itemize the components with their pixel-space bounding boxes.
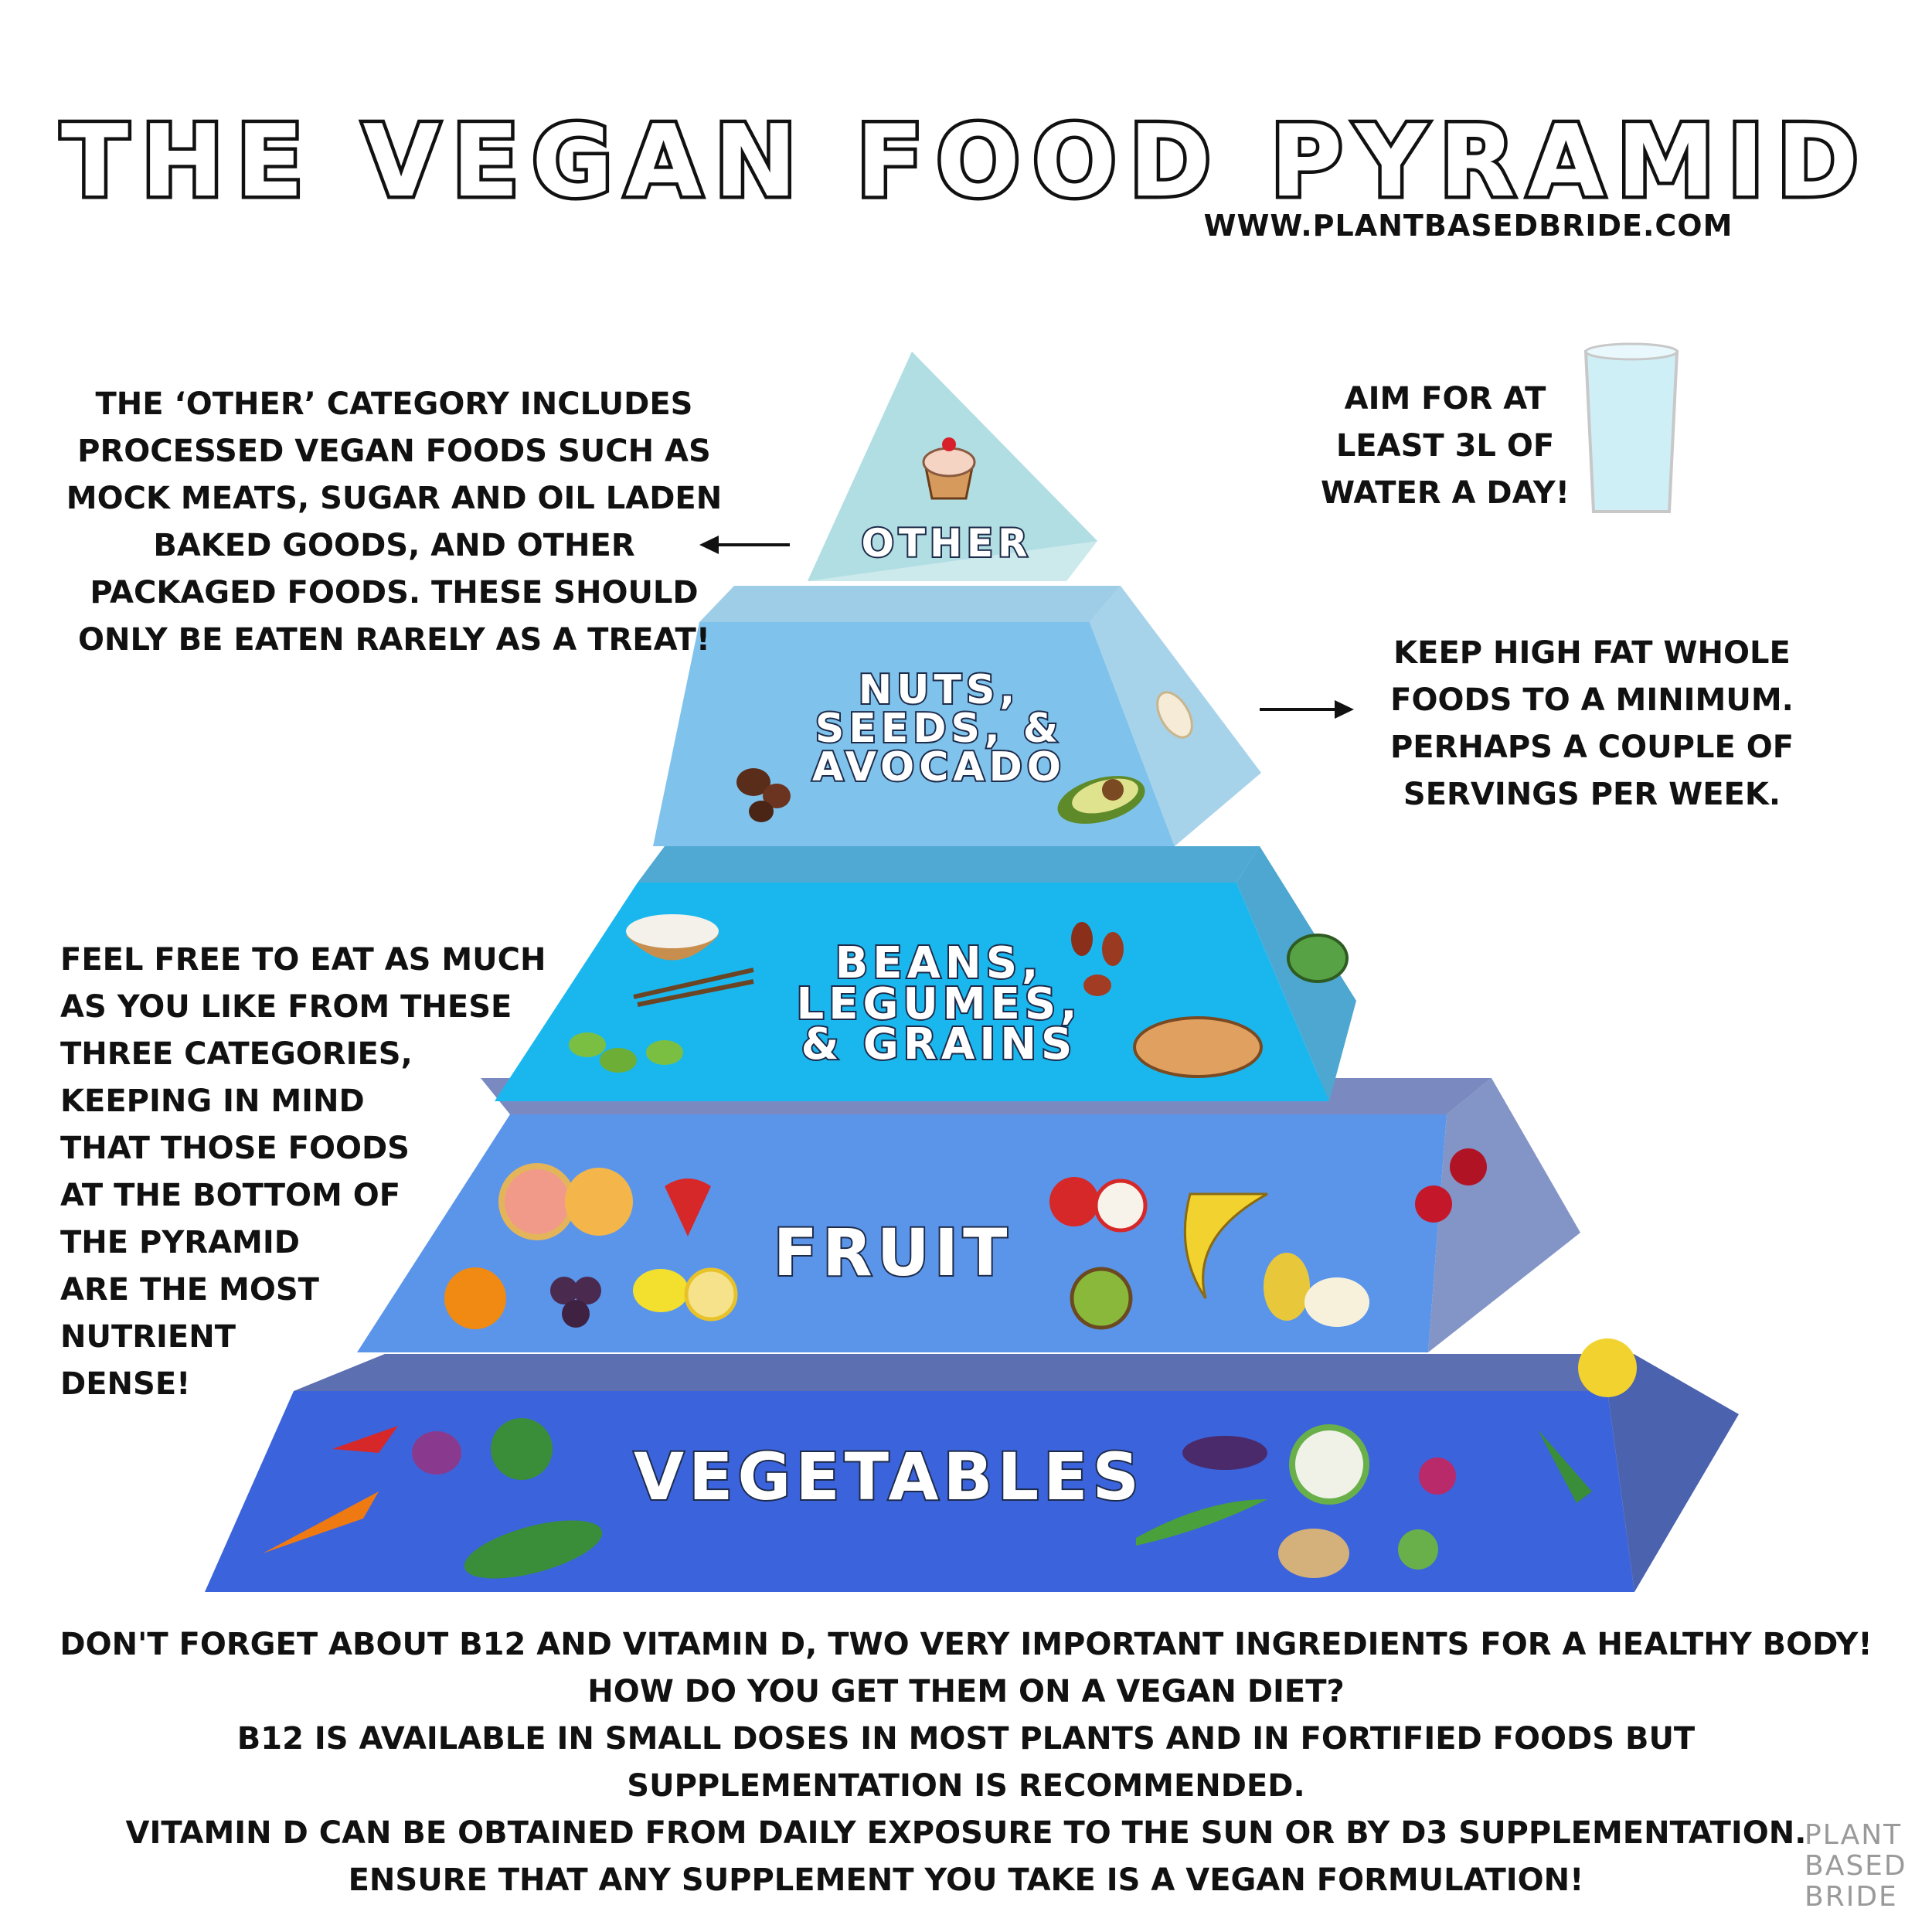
tier-label-beans-3: & GRAINS <box>801 1019 1077 1070</box>
grapes-icon <box>550 1277 601 1328</box>
tier-nuts-top <box>699 586 1121 622</box>
grapefruit-icon <box>498 1163 633 1240</box>
brand-line: BRIDE <box>1804 1881 1898 1913</box>
tier-label-nuts-3: AVOCADO <box>812 744 1066 791</box>
water-glass-icon <box>1583 342 1679 513</box>
note-line: AS YOU LIKE FROM THESE <box>60 989 512 1025</box>
banana-icon <box>1183 1192 1268 1299</box>
note-line: LEAST 3L OF <box>1335 428 1555 464</box>
rice-bowl-icon <box>626 914 754 1007</box>
note-high-fat: KEEP HIGH FAT WHOLE FOODS TO A MINIMUM. … <box>1368 630 1816 818</box>
note-line: DON'T FORGET ABOUT B12 AND VITAMIN D, TW… <box>60 1627 1872 1662</box>
tier-label-other: OTHER <box>861 521 1032 566</box>
note-line: WATER A DAY! <box>1321 475 1570 511</box>
note-line: AT THE BOTTOM OF <box>60 1178 401 1213</box>
note-line: PROCESSED VEGAN FOODS SUCH AS <box>77 434 711 469</box>
note-line: VITAMIN D CAN BE OBTAINED FROM DAILY EXP… <box>125 1815 1807 1851</box>
tier-label-nuts-2: SEEDS, & <box>815 706 1063 752</box>
note-line: MOCK MEATS, SUGAR AND OIL LADEN <box>66 481 723 516</box>
kidney-beans-icon <box>1071 922 1124 996</box>
tier-label-beans-1: BEANS, <box>835 938 1043 988</box>
note-line: PERHAPS A COUPLE OF <box>1389 730 1794 765</box>
note-line: NUTRIENT <box>60 1319 236 1355</box>
lemon-icon <box>633 1267 738 1321</box>
tier-label-nuts-1: NUTS, <box>859 667 1019 713</box>
note-eat-freely: FEEL FREE TO EAT AS MUCH AS YOU LIKE FRO… <box>60 937 601 1408</box>
peanut-icon <box>1156 691 1193 739</box>
brand-line: BASED <box>1804 1850 1907 1882</box>
brand-logo: PLANT BASED BRIDE <box>1804 1820 1920 1913</box>
note-line: AIM FOR AT <box>1344 381 1546 417</box>
tier-vegetables-top <box>294 1354 1634 1391</box>
note-line: B12 IS AVAILABLE IN SMALL DOSES IN MOST … <box>236 1721 1696 1757</box>
note-line: KEEPING IN MIND <box>60 1083 365 1119</box>
note-line: DENSE! <box>60 1366 191 1402</box>
note-line: HOW DO YOU GET THEM ON A VEGAN DIET? <box>587 1674 1345 1709</box>
chestnut-icon <box>736 768 791 822</box>
note-line: THE PYRAMID <box>60 1225 300 1260</box>
brand-line: PLANT <box>1804 1819 1903 1851</box>
arrow-left-icon <box>699 536 790 554</box>
note-line: FEEL FREE TO EAT AS MUCH <box>60 942 546 978</box>
pear-icon <box>1264 1253 1369 1327</box>
note-line: THAT THOSE FOODS <box>60 1131 410 1166</box>
note-water: AIM FOR AT LEAST 3L OF WATER A DAY! <box>1306 376 1584 517</box>
website-url[interactable]: WWW.PLANTBASEDBRIDE.COM <box>1203 209 1733 243</box>
cupcake-icon <box>922 437 976 500</box>
peas-icon <box>1287 934 1349 983</box>
note-line: THE ‘OTHER’ CATEGORY INCLUDES <box>95 386 693 422</box>
note-line: ENSURE THAT ANY SUPPLEMENT YOU TAKE IS A… <box>348 1862 1584 1898</box>
apple-icon <box>1049 1177 1148 1233</box>
note-line: SUPPLEMENTATION IS RECOMMENDED. <box>627 1768 1305 1804</box>
tier-beans-top <box>638 846 1260 883</box>
tier-fruit-side <box>1428 1078 1580 1352</box>
page-title: THE VEGAN FOOD PYRAMID <box>58 101 1871 223</box>
tier-fruit-front <box>357 1114 1447 1352</box>
note-line: PACKAGED FOODS. THESE SHOULD <box>90 575 699 611</box>
avocado-icon <box>1057 776 1145 824</box>
kiwi-icon <box>1070 1267 1133 1330</box>
strawberry-icon <box>665 1179 711 1236</box>
note-line: BAKED GOODS, AND OTHER <box>153 528 635 563</box>
edamame-icon <box>569 1032 683 1073</box>
tier-label-beans-2: LEGUMES, <box>797 979 1082 1029</box>
tier-label-vegetables: VEGETABLES <box>634 1439 1144 1515</box>
vegetables-right-icon <box>1136 1338 1637 1578</box>
note-vitamins: DON'T FORGET ABOUT B12 AND VITAMIN D, TW… <box>46 1621 1886 1904</box>
note-line: ONLY BE EATEN RARELY AS A TREAT! <box>78 622 710 658</box>
note-line: THREE CATEGORIES, <box>60 1036 413 1072</box>
note-other-category: THE ‘OTHER’ CATEGORY INCLUDES PROCESSED … <box>62 381 726 664</box>
arrow-right-icon <box>1260 700 1354 719</box>
note-line: FOODS TO A MINIMUM. <box>1390 682 1794 718</box>
bread-icon <box>1133 1016 1263 1078</box>
note-line: SERVINGS PER WEEK. <box>1403 777 1781 812</box>
note-line: KEEP HIGH FAT WHOLE <box>1393 635 1791 671</box>
cherry-icon <box>1415 1148 1487 1223</box>
note-line: ARE THE MOST <box>60 1272 319 1308</box>
tier-vegetables-side <box>1607 1354 1739 1592</box>
vegetables-left-icon <box>263 1418 603 1579</box>
orange-icon <box>444 1267 506 1329</box>
tier-label-fruit: FRUIT <box>774 1215 1012 1291</box>
